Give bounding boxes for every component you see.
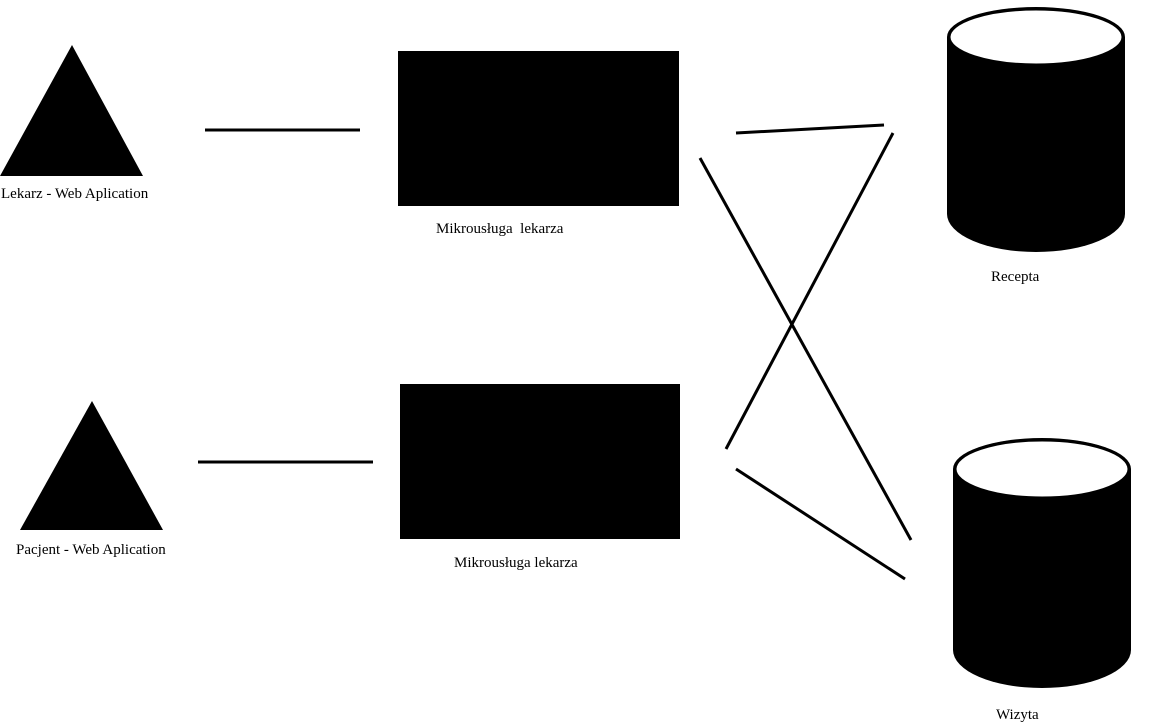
connector-service1-to-wizyta <box>698 157 913 541</box>
pacjent-service-label: Mikrousługa lekarza <box>454 555 578 571</box>
connector-service2-to-recepta <box>724 132 895 450</box>
lekarz-actor-label: Lekarz - Web Aplication <box>1 186 149 202</box>
lekarz-actor-triangle <box>0 45 143 176</box>
connector-service2-to-wizyta <box>735 467 906 581</box>
wizyta-database-label: Wizyta <box>996 707 1039 723</box>
recepta-database-label: Recepta <box>991 269 1040 285</box>
pacjent-actor-triangle <box>20 401 163 530</box>
connector-service1-to-recepta <box>735 123 885 135</box>
lekarz-service-label: Mikrousługa lekarza <box>436 221 564 237</box>
wizyta-database-cylinder <box>953 438 1131 688</box>
pacjent-service-box <box>400 384 680 539</box>
recepta-database-cylinder <box>947 7 1125 252</box>
lekarz-service-box <box>398 51 679 206</box>
pacjent-actor-label: Pacjent - Web Aplication <box>16 542 166 558</box>
